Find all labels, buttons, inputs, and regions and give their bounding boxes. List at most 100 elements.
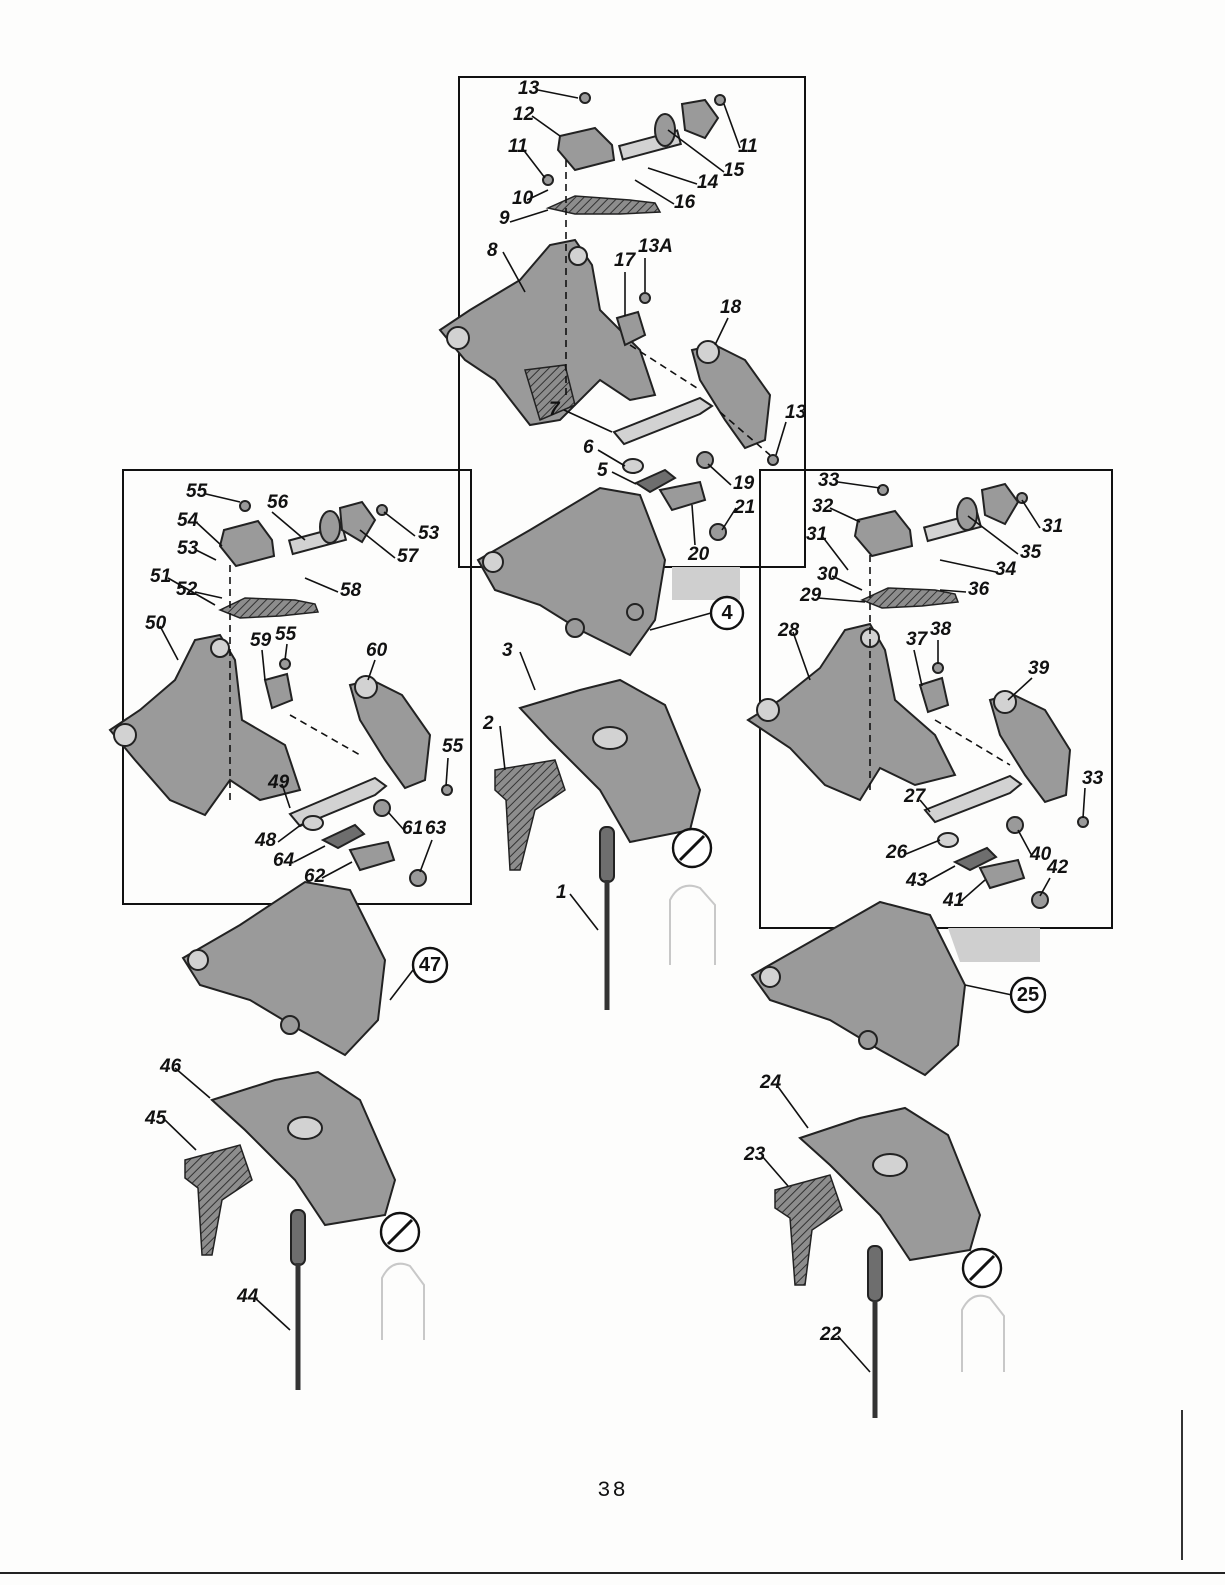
callout-label: 34: [995, 559, 1017, 580]
callout-label: 23: [743, 1144, 766, 1165]
leader-line: [165, 1120, 196, 1150]
callout-label: 7: [549, 399, 561, 420]
callout-label: 55: [186, 481, 208, 502]
center-assembled-screw: [566, 619, 584, 637]
center-needle-shank: [600, 827, 614, 882]
leader-line: [206, 494, 240, 502]
callout-label: 55: [442, 736, 464, 757]
leader-line: [360, 530, 395, 558]
leader-line: [322, 862, 352, 878]
left-screw-61: [374, 800, 390, 816]
left-foot-assembly: [183, 882, 424, 1390]
left-needle-shank: [291, 1210, 305, 1265]
center-top-screw: [580, 93, 590, 103]
right-assembled-screw: [859, 1031, 877, 1049]
callout-label: 38: [930, 619, 952, 640]
left-washer-48: [303, 816, 323, 830]
left-cover-ring: [355, 676, 377, 698]
right-cover-screw: [1078, 817, 1088, 827]
callout-label: 63: [425, 818, 447, 839]
leader-line: [538, 90, 578, 98]
leader-line: [715, 318, 728, 345]
center-feed-dog-2: [495, 760, 565, 870]
leader-line: [390, 970, 413, 1000]
left-top-screw: [240, 501, 250, 511]
leader-line: [520, 652, 535, 690]
callout-label: 58: [340, 580, 362, 601]
leader-line: [1022, 500, 1040, 528]
callout-label: 33: [1082, 768, 1104, 789]
center-body-hole: [447, 327, 469, 349]
leader-line: [294, 846, 325, 862]
callout-label: 21: [733, 497, 755, 518]
leader-line: [255, 1298, 290, 1330]
right-bracket-part: [855, 511, 912, 556]
center-plate-hole: [593, 727, 627, 749]
left-screw-63: [410, 870, 426, 886]
callout-label: 64: [273, 850, 295, 871]
right-link-27: [925, 776, 1021, 822]
leader-line: [965, 985, 1012, 995]
page-edge-line: [1181, 1410, 1183, 1560]
callout-label: 62: [304, 866, 326, 887]
callout-label: 44: [236, 1286, 259, 1307]
leader-line: [776, 422, 786, 455]
right-shaft-collar: [957, 498, 977, 530]
callout-label: 5: [597, 460, 608, 481]
callout-label: 29: [799, 585, 822, 606]
circled-callout-label: 4: [721, 602, 733, 624]
leader-line: [914, 650, 922, 686]
right-clamp-41: [980, 860, 1024, 888]
leader-line: [762, 1156, 788, 1186]
callout-label: 57: [397, 546, 420, 567]
center-needle-ghost: [670, 886, 715, 965]
callout-label: 10: [512, 188, 534, 209]
callout-label: 52: [176, 579, 198, 600]
callout-label: 50: [145, 613, 167, 634]
left-needle-ghost: [382, 1264, 424, 1340]
center-cover-screw: [768, 455, 778, 465]
leader-line: [384, 512, 415, 536]
callout-label: 2: [482, 713, 494, 734]
callout-label: 9: [499, 208, 510, 229]
center-clamp-20: [660, 482, 705, 510]
center-connector-shade: [672, 567, 740, 600]
leader-line: [278, 824, 302, 842]
leader-line: [1083, 788, 1085, 818]
callout-label: 3: [502, 640, 513, 661]
left-feed-dog-45: [185, 1145, 252, 1255]
callout-label: 8: [487, 240, 498, 261]
leader-line: [838, 1336, 870, 1372]
left-screw-55: [280, 659, 290, 669]
circled-callout-label: 25: [1017, 984, 1039, 1006]
callout-label: 59: [250, 630, 272, 651]
leader-line: [420, 840, 432, 872]
leader-line: [564, 410, 612, 432]
right-block-37: [920, 678, 948, 712]
callout-label: 26: [885, 842, 908, 863]
left-body-hole: [114, 724, 136, 746]
callout-label: 53: [177, 538, 199, 559]
callout-label: 39: [1028, 658, 1050, 679]
left-clamp-62: [350, 842, 394, 870]
right-foot-assembly: [752, 902, 1004, 1418]
leader-line: [500, 726, 505, 770]
callout-label: 54: [177, 510, 199, 531]
leader-line: [650, 613, 711, 630]
callout-label: 56: [267, 492, 289, 513]
left-shaft-collar: [320, 511, 340, 543]
right-connector-shade: [948, 928, 1040, 962]
right-washer-26: [938, 833, 958, 847]
callout-label: 31: [1042, 516, 1063, 537]
right-feed-dog-23: [775, 1175, 842, 1285]
leader-line: [968, 516, 1018, 554]
right-screw-38: [933, 663, 943, 673]
callout-label: 13A: [638, 236, 673, 257]
leader-line: [830, 508, 860, 522]
callout-label: 41: [942, 890, 964, 911]
right-plate-hole: [873, 1154, 907, 1176]
leader-line: [532, 116, 560, 136]
callout-label: 12: [513, 104, 535, 125]
leader-line: [262, 650, 265, 680]
callout-label: 27: [903, 786, 927, 807]
